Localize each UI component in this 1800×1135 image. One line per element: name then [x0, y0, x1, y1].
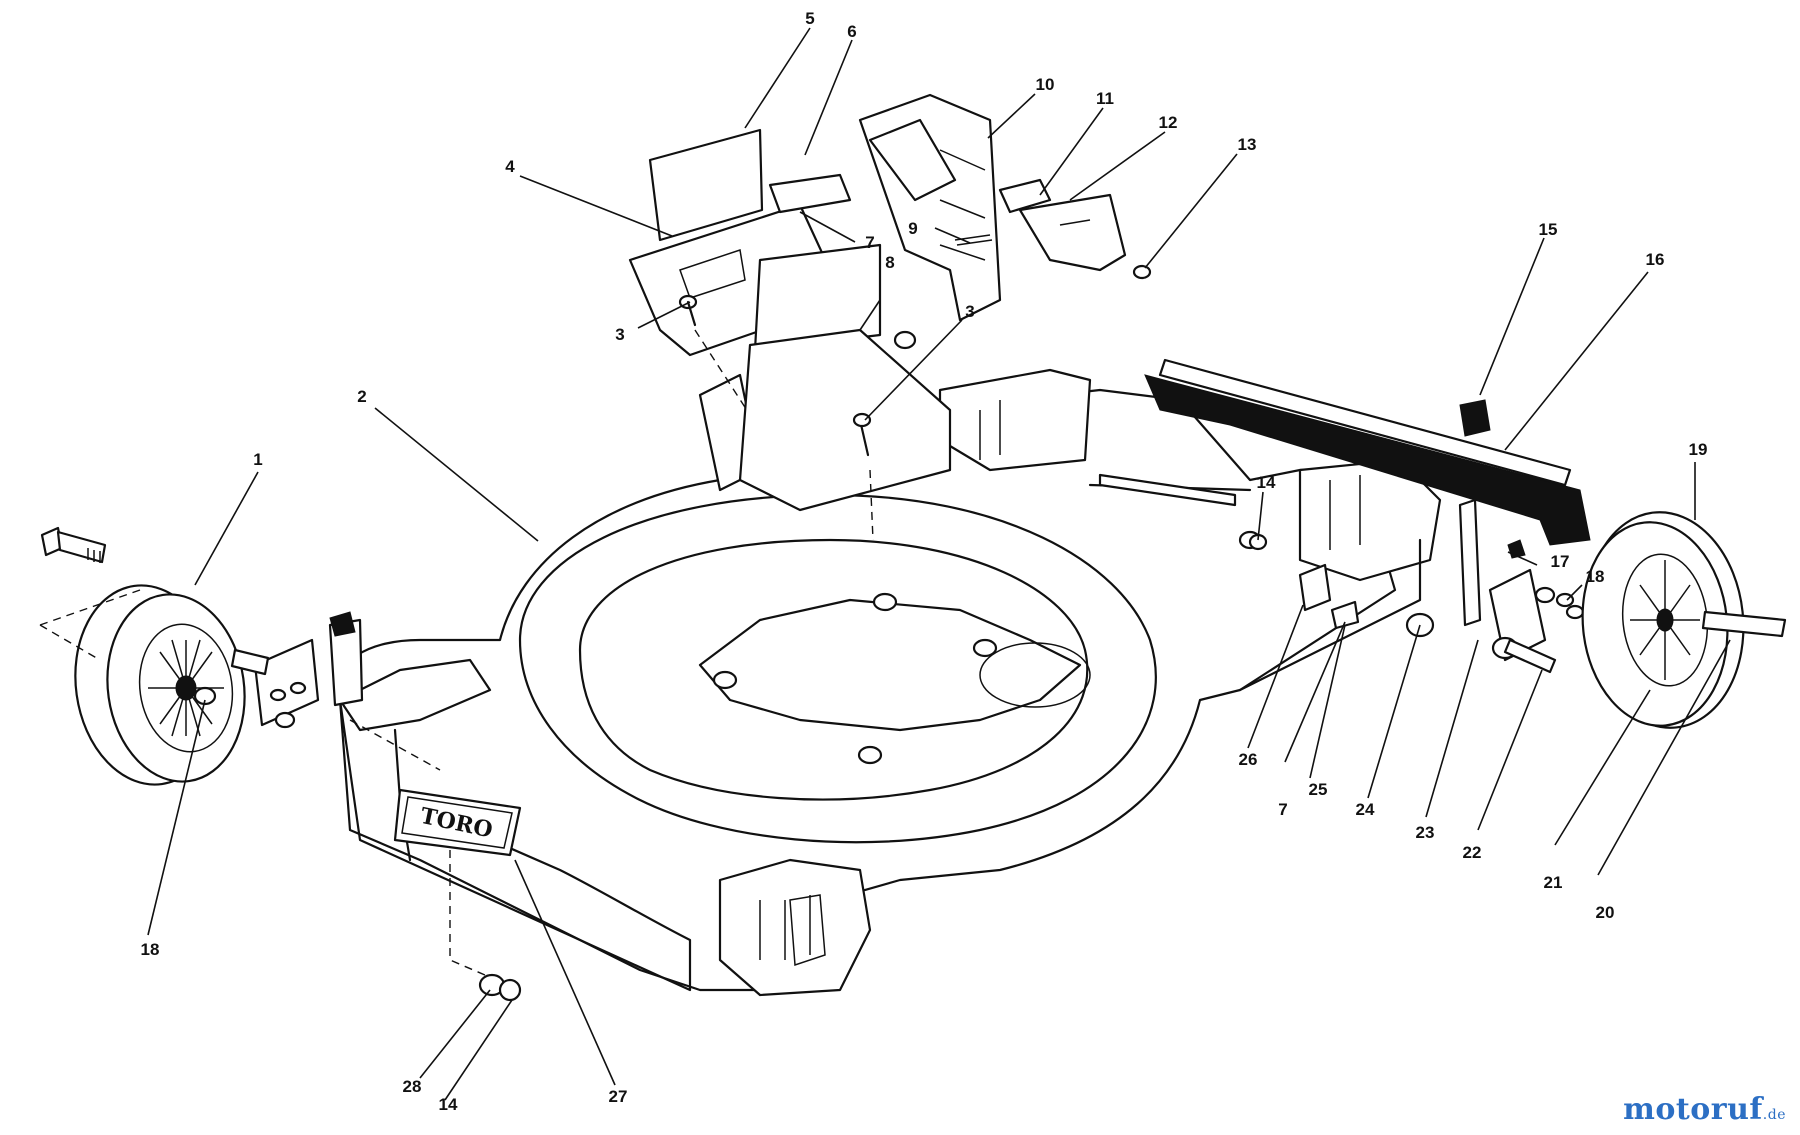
callout-16: 16 [1646, 250, 1665, 269]
callout-25: 25 [1309, 780, 1328, 799]
callout-23: 23 [1416, 823, 1435, 842]
callout-15: 15 [1539, 220, 1558, 239]
callout-19: 19 [1689, 440, 1708, 459]
left-front-wheel [39, 584, 246, 786]
callout-24: 24 [1356, 800, 1375, 819]
callout-2: 2 [357, 387, 366, 406]
callout-12: 12 [1159, 113, 1178, 132]
rear-flap [1144, 358, 1591, 546]
callout-8: 8 [885, 253, 894, 272]
callout-3: 3 [965, 302, 974, 321]
callout-7: 7 [1278, 800, 1287, 819]
callout-7: 7 [865, 233, 874, 252]
left-axle-bolt [40, 526, 107, 564]
callout-26: 26 [1239, 750, 1258, 769]
callout-18: 18 [141, 940, 160, 959]
watermark-name: motoruf [1623, 1092, 1763, 1127]
deck-housing [337, 368, 1442, 997]
right-rear-wheel [1581, 511, 1787, 729]
left-height-bracket [230, 611, 441, 771]
callout-21: 21 [1544, 873, 1563, 892]
callout-14: 14 [439, 1095, 458, 1114]
callout-14: 14 [1257, 473, 1276, 492]
callout-27: 27 [609, 1087, 628, 1106]
callout-4: 4 [505, 157, 515, 176]
callout-1: 1 [253, 450, 262, 469]
callout-6: 6 [847, 22, 856, 41]
callout-11: 11 [1096, 89, 1114, 108]
callout-3: 3 [615, 325, 624, 344]
site-watermark: motoruf.de [1623, 1092, 1786, 1127]
callout-13: 13 [1238, 135, 1257, 154]
callout-9: 9 [908, 219, 917, 238]
callout-leaders [147, 27, 1731, 1101]
callout-28: 28 [403, 1077, 422, 1096]
callout-5: 5 [805, 9, 814, 28]
callout-22: 22 [1463, 843, 1482, 862]
rear-door-assembly [628, 128, 952, 541]
callout-20: 20 [1596, 903, 1615, 922]
toro-logo-plate: TORO [393, 788, 522, 857]
watermark-tld: .de [1762, 1107, 1786, 1123]
handle-bracket-assembly [858, 93, 1152, 322]
callout-labels: 1 2 3 3 4 5 6 7 7 8 9 10 11 12 13 14 14 … [141, 9, 1708, 1114]
callout-10: 10 [1036, 75, 1055, 94]
callout-17: 17 [1551, 552, 1570, 571]
callout-18: 18 [1586, 567, 1605, 586]
